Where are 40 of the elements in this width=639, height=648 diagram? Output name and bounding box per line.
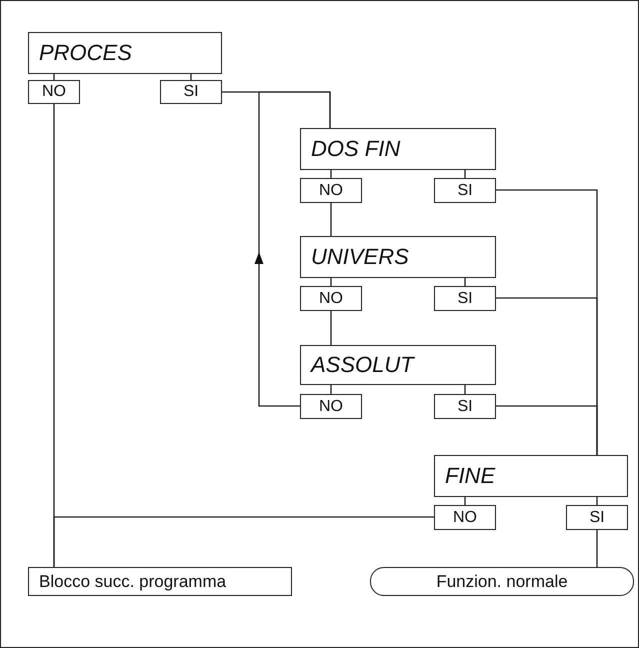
connector-line	[330, 311, 332, 345]
option-box	[300, 394, 362, 419]
box-label: SI	[589, 508, 605, 526]
step-box	[28, 32, 222, 74]
box-label: NO	[319, 290, 343, 308]
option-box	[300, 178, 362, 203]
option-box	[300, 286, 362, 311]
box-label: SI	[457, 290, 473, 308]
option-box	[434, 505, 496, 530]
connector-line	[330, 203, 332, 236]
connector-line	[596, 530, 598, 567]
end-box	[28, 567, 292, 596]
step-box	[300, 236, 496, 278]
arrow	[254, 91, 331, 407]
step-box	[434, 455, 628, 497]
option-box	[566, 505, 628, 530]
option-box	[434, 286, 496, 311]
connector-line	[53, 516, 434, 567]
box-label: DOS FIN	[311, 136, 400, 162]
box-label: FINE	[445, 463, 496, 489]
box-label: SI	[457, 398, 473, 416]
box-label: NO	[319, 398, 343, 416]
connector-line	[496, 405, 598, 455]
step-box	[300, 128, 496, 170]
option-box	[160, 80, 222, 104]
option-box	[434, 178, 496, 203]
step-box	[300, 345, 496, 385]
box-label: NO	[453, 508, 477, 526]
box-label: Blocco succ. programma	[39, 572, 226, 592]
box-label: Funzion. normale	[436, 572, 568, 592]
terminal-box	[370, 567, 634, 596]
box-label: SI	[457, 182, 473, 200]
box-label: NO	[42, 83, 66, 101]
box-label: NO	[319, 182, 343, 200]
option-box	[434, 394, 496, 419]
option-box	[28, 80, 80, 104]
box-label: ASSOLUT	[311, 352, 414, 378]
box-label: PROCES	[39, 40, 132, 66]
box-label: SI	[183, 83, 199, 101]
box-label: UNIVERS	[311, 244, 409, 270]
